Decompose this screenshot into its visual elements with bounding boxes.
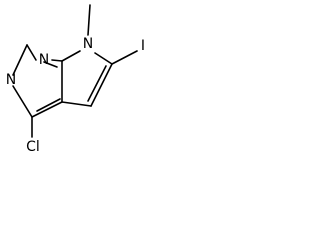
atom-labels: N N N I Cl xyxy=(6,36,145,155)
atom-chlorine-label: Cl xyxy=(26,139,40,155)
bond-c6-c5 xyxy=(90,63,113,107)
bonds xyxy=(12,4,138,138)
bond-c5-c4a xyxy=(61,101,92,107)
bond-n3-c4 xyxy=(12,85,33,118)
bond-c4-c4a xyxy=(31,101,63,118)
bond-c7a-n7 xyxy=(61,50,81,62)
bond-n7-methyl xyxy=(87,4,91,36)
bond-c6-c5-double xyxy=(87,65,107,102)
atom-n1-label: N xyxy=(39,52,49,68)
atom-n3-label: N xyxy=(6,72,16,88)
atom-n7-label: N xyxy=(83,36,93,52)
bond-n7-c6 xyxy=(94,52,113,65)
atom-iodine-label: I xyxy=(141,38,145,54)
chemical-structure: N N N I Cl xyxy=(6,4,145,155)
bond-c6-iodine xyxy=(111,50,138,65)
bond-c4-c4a-double xyxy=(36,98,61,112)
bond-c2-n3 xyxy=(12,44,28,76)
bond-c7a-n1-double xyxy=(43,61,58,68)
bond-c7a-n1 xyxy=(51,59,63,62)
bond-n1-c2 xyxy=(26,44,37,61)
